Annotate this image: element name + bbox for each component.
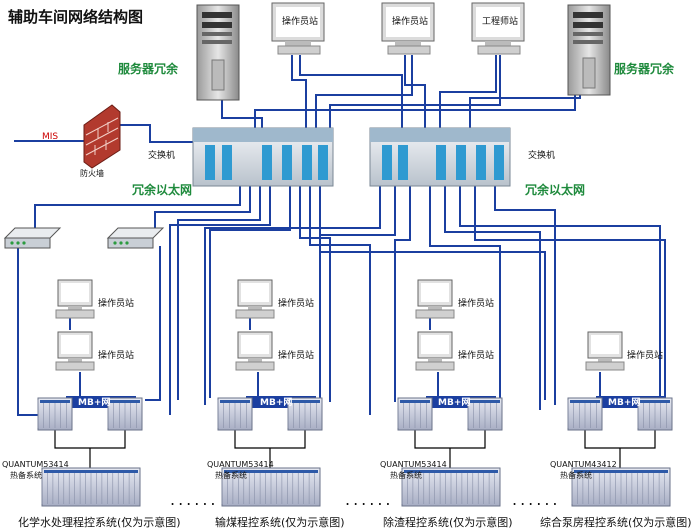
s2-mb-net-label: MB+网	[260, 398, 293, 408]
ellipsis-3: ......	[512, 490, 561, 509]
hot-standby-cabling	[54, 430, 656, 470]
engineer-station-label: 工程师站	[482, 17, 519, 27]
switch-right	[369, 127, 511, 187]
hub-right	[106, 227, 165, 249]
s4-hot-standby-label: 热备系统	[560, 471, 592, 480]
s4-operator-station-label: 操作员站	[627, 351, 664, 361]
plc-rack	[397, 397, 433, 431]
firewall-icon	[83, 104, 121, 169]
ellipsis-1: ......	[170, 490, 219, 509]
top-station-2	[381, 2, 435, 55]
s1-model-label: QUANTUM53414	[2, 460, 69, 469]
operator-pc-icon	[235, 279, 275, 319]
s3-hot-standby-label: 热备系统	[390, 471, 422, 480]
plc-rack	[41, 467, 141, 507]
mis-label: MIS	[42, 132, 59, 142]
plc-rack	[467, 397, 503, 431]
firewall-label: 防火墙	[80, 169, 104, 178]
server-right	[567, 4, 611, 96]
plc-rack	[217, 397, 253, 431]
switch-left	[192, 127, 334, 187]
ellipsis-2: ......	[345, 490, 394, 509]
top-station-1	[271, 2, 325, 55]
s2-operator-station-1-label: 操作员站	[278, 299, 315, 309]
plc-rack	[401, 467, 501, 507]
switch-right-label: 交换机	[528, 151, 556, 161]
s3-system-name: 除渣程控系统(仅为示意图)	[383, 516, 513, 529]
server-redundancy-left-label: 服务器冗余	[118, 62, 179, 76]
s1-hot-standby-label: 热备系统	[10, 471, 42, 480]
server-redundancy-right-label: 服务器冗余	[614, 62, 675, 76]
plc-rack	[637, 397, 673, 431]
diagram-title: 辅助车间网络结构图	[8, 8, 144, 26]
top-operator-station-1-label: 操作员站	[282, 17, 319, 27]
top-station-3	[471, 2, 525, 55]
operator-pc-icon	[415, 331, 455, 371]
plc-rack	[287, 397, 323, 431]
s4-system-name: 综合泵房程控系统(仅为示意图)	[540, 516, 692, 529]
s2-model-label: QUANTUM53414	[207, 460, 274, 469]
top-operator-station-2-label: 操作员站	[392, 17, 429, 27]
operator-pc-icon	[585, 331, 625, 371]
s1-system-name: 化学水处理程控系统(仅为示意图)	[18, 516, 181, 529]
redundant-ethernet-left-label: 冗余以太网	[132, 183, 193, 197]
operator-pc-icon	[55, 331, 95, 371]
s4-model-label: QUANTUM43412	[550, 460, 617, 469]
plc-rack	[567, 397, 603, 431]
redundant-ethernet-right-label: 冗余以太网	[525, 183, 586, 197]
subsystem-pcs	[55, 279, 625, 371]
operator-pc-icon	[235, 331, 275, 371]
operator-pc-icon	[415, 279, 455, 319]
s4-mb-net-label: MB+网	[608, 398, 641, 408]
ethernet-cabling	[14, 55, 666, 418]
s2-hot-standby-label: 热备系统	[215, 471, 247, 480]
plc-rack	[571, 467, 671, 507]
plc-rack	[221, 467, 321, 507]
s3-operator-station-1-label: 操作员站	[458, 299, 495, 309]
s3-operator-station-2-label: 操作员站	[458, 351, 495, 361]
s3-mb-net-label: MB+网	[438, 398, 471, 408]
plc-rack	[37, 397, 73, 431]
switch-left-label: 交换机	[148, 151, 176, 161]
s1-mb-net-label: MB+网	[78, 398, 111, 408]
s2-system-name: 输煤程控系统(仅为示意图)	[215, 516, 345, 529]
server-left	[196, 4, 240, 101]
s3-model-label: QUANTUM53414	[380, 460, 447, 469]
s2-operator-station-2-label: 操作员站	[278, 351, 315, 361]
operator-pc-icon	[55, 279, 95, 319]
plc-rack	[107, 397, 143, 431]
hub-left	[3, 227, 62, 249]
plc-racks	[37, 396, 673, 507]
s1-operator-station-2-label: 操作员站	[98, 351, 135, 361]
s1-operator-station-1-label: 操作员站	[98, 299, 135, 309]
